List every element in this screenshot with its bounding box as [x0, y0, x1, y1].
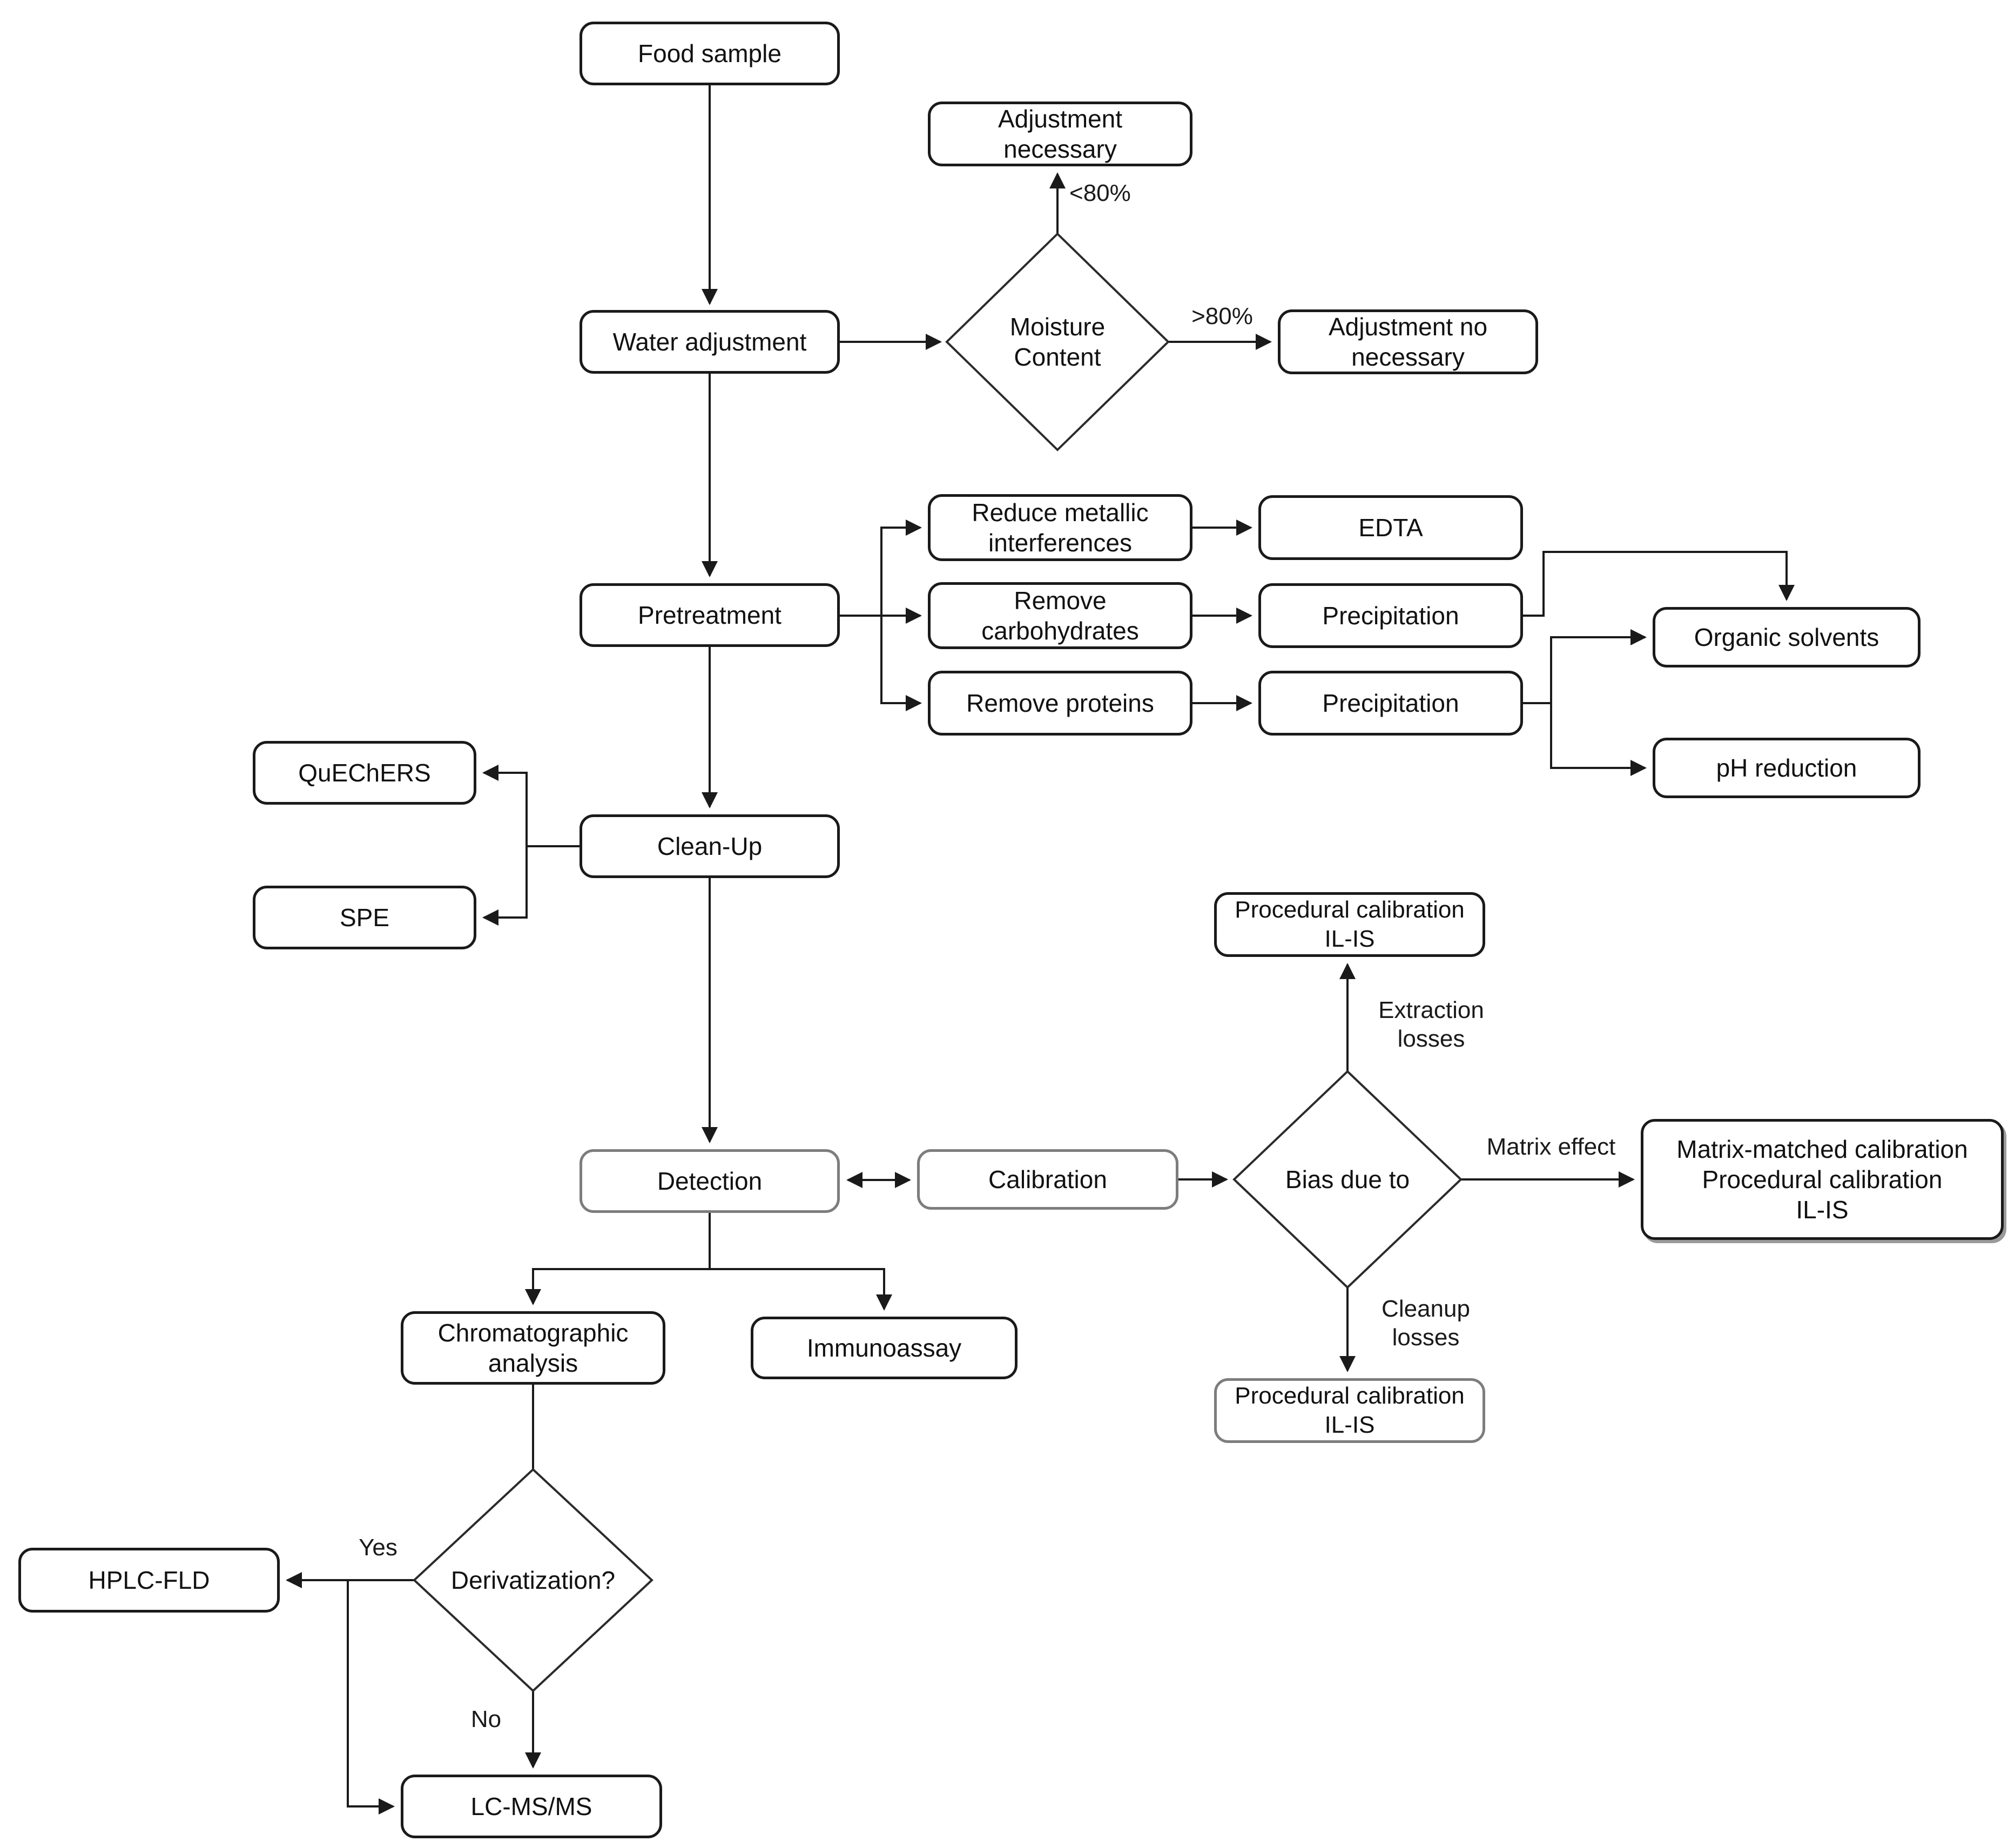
- node-calibration: Calibration: [917, 1149, 1178, 1210]
- node-procedural-calibration-top: Procedural calibration IL-IS: [1214, 892, 1485, 957]
- connector-pretreatment-removeproteins: [880, 616, 922, 711]
- edge-label-no: No: [470, 1706, 502, 1732]
- node-precipitation-proteins: Precipitation: [1258, 671, 1523, 736]
- decision-derivatization-shape: [413, 1468, 653, 1692]
- decision-bias-due-to-shape: [1232, 1070, 1463, 1289]
- edge-label-above-80: >80%: [1191, 303, 1253, 329]
- node-adjustment-no-necessary: Adjustment no necessary: [1278, 309, 1538, 374]
- node-adjustment-necessary: Adjustment necessary: [928, 102, 1192, 166]
- connector-detection-immunoassay: [710, 1268, 892, 1311]
- connector-precipitation-organicsolvents-left: [1523, 629, 1647, 704]
- node-detection: Detection: [580, 1149, 840, 1213]
- connector-precipitation-organicsolvents-top: [1523, 551, 1795, 617]
- node-pretreatment: Pretreatment: [580, 583, 840, 647]
- connector-cleanup-quechers: [482, 765, 580, 847]
- edge-label-below-80: <80%: [1069, 180, 1131, 206]
- decision-derivatization-label: Derivatization?: [450, 1566, 616, 1594]
- edge-label-yes: Yes: [359, 1534, 397, 1561]
- node-matrix-matched-calibration: Matrix-matched calibration Procedural ca…: [1641, 1119, 2004, 1240]
- edge-label-cleanup-losses: Cleanup losses: [1382, 1296, 1470, 1351]
- node-edta: EDTA: [1258, 495, 1523, 560]
- node-ph-reduction: pH reduction: [1653, 738, 1921, 798]
- node-water-adjustment: Water adjustment: [580, 310, 840, 374]
- node-reduce-metallic-interferences: Reduce metallic interferences: [928, 494, 1192, 561]
- node-lc-ms-ms: LC-MS/MS: [401, 1775, 662, 1838]
- decision-moisture-content-shape: [945, 232, 1170, 451]
- node-organic-solvents: Organic solvents: [1653, 607, 1921, 667]
- node-precipitation-carbohydrates: Precipitation: [1258, 583, 1523, 648]
- edge-label-extraction-losses: Extraction losses: [1378, 997, 1484, 1052]
- connector-precipitation-phreduction: [1550, 703, 1647, 776]
- node-hplc-fld: HPLC-FLD: [18, 1548, 280, 1613]
- node-chromatographic-analysis: Chromatographic analysis: [401, 1311, 665, 1385]
- node-procedural-calibration-bottom: Procedural calibration IL-IS: [1214, 1378, 1485, 1443]
- node-remove-proteins: Remove proteins: [928, 671, 1192, 736]
- node-spe: SPE: [253, 886, 476, 949]
- connector-detection-chromatographic: [525, 1213, 711, 1305]
- node-immunoassay: Immunoassay: [751, 1317, 1018, 1379]
- edge-label-matrix-effect: Matrix effect: [1486, 1134, 1616, 1160]
- connector-yesbranch-lcmsms: [347, 1580, 395, 1815]
- node-quechers: QuEChERS: [253, 741, 476, 805]
- connector-pretreatment-reducemetallic: [880, 520, 922, 616]
- decision-moisture-content-label: Moisture Content: [1009, 312, 1106, 371]
- node-food-sample: Food sample: [580, 22, 840, 85]
- connector-cleanup-spe: [482, 846, 528, 926]
- decision-bias-due-to-label: Bias due to: [1285, 1165, 1410, 1193]
- node-clean-up: Clean-Up: [580, 814, 840, 878]
- node-remove-carbohydrates: Remove carbohydrates: [928, 582, 1192, 649]
